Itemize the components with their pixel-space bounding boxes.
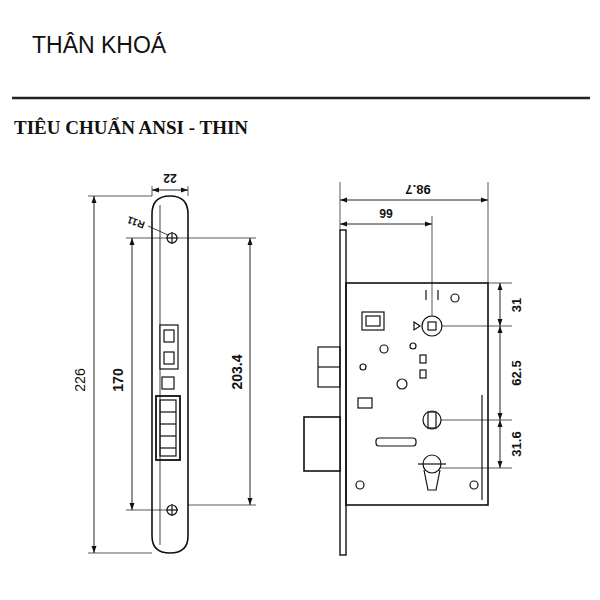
dimension: 31.6 — [510, 430, 523, 457]
dimension: 62.5 — [510, 359, 523, 386]
dimension: 98.7 — [404, 183, 431, 196]
page-title: THÂN KHOÁ — [32, 34, 166, 57]
dimension: 226 — [73, 367, 87, 392]
dimension: 22 — [162, 172, 177, 184]
standard-heading: TIÊU CHUẨN ANSI - THIN — [14, 118, 248, 137]
dimension: 66 — [378, 207, 393, 219]
dimension: 170 — [111, 367, 125, 392]
radius-dimension: R11 — [125, 214, 147, 230]
dimension: 31 — [510, 297, 523, 313]
dimension: 203.4 — [230, 353, 244, 390]
